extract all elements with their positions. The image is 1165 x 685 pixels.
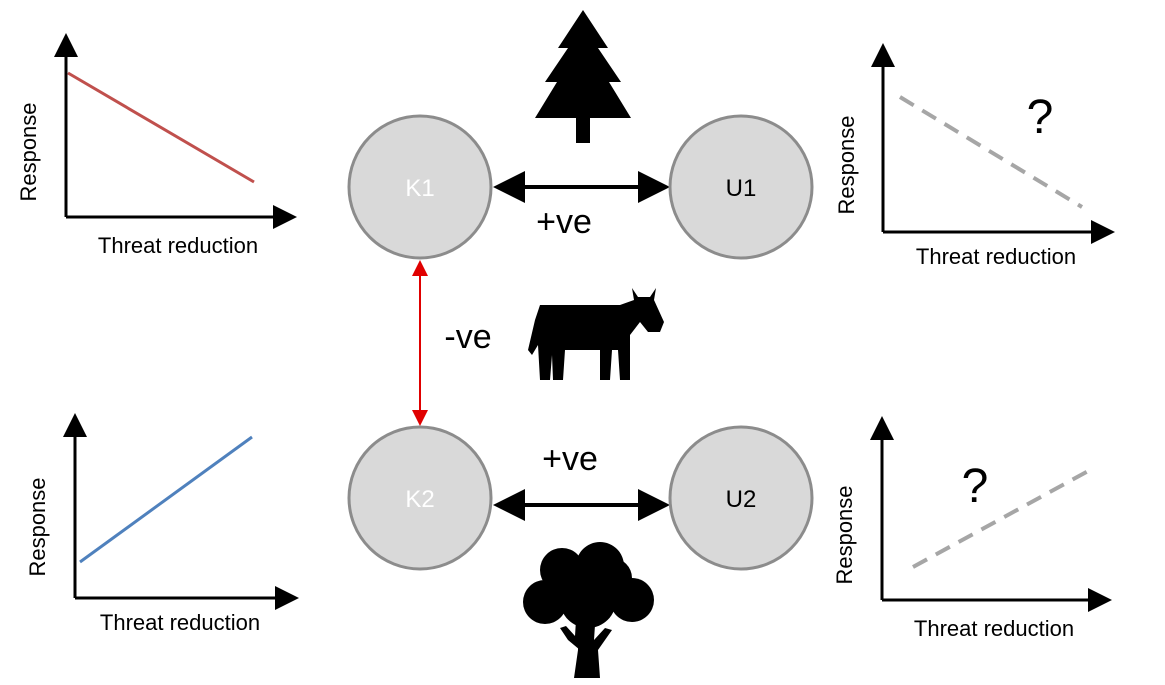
- link-label-vertical: -ve: [444, 318, 491, 356]
- x-axis-label: Threat reduction: [914, 616, 1074, 641]
- link-label-top: +ve: [536, 203, 592, 241]
- y-axis-label: Response: [834, 115, 859, 214]
- y-axis-label: Response: [25, 477, 50, 576]
- question-mark: ?: [1027, 91, 1054, 144]
- node-u2: U2: [668, 425, 814, 571]
- y-axis-label: Response: [832, 485, 857, 584]
- svg-text:K1: K1: [405, 175, 434, 202]
- svg-text:K2: K2: [405, 486, 434, 513]
- question-mark: ?: [962, 460, 989, 513]
- y-axis-label: Response: [16, 102, 41, 201]
- link-label-bottom: +ve: [542, 440, 598, 478]
- chart-top-left: Response Threat reduction: [16, 33, 297, 258]
- chart-top-right: ? Response Threat reduction: [834, 43, 1115, 269]
- x-axis-label: Threat reduction: [916, 244, 1076, 269]
- svg-text:U2: U2: [726, 486, 757, 513]
- increasing-line: [79, 435, 253, 564]
- dashed-decreasing-line: [898, 95, 1084, 209]
- decreasing-line: [67, 71, 255, 184]
- node-k2: K2: [347, 425, 493, 571]
- deciduous-tree-icon: [523, 542, 654, 678]
- node-u1: U1: [668, 114, 814, 260]
- node-k1: K1: [347, 114, 493, 260]
- pine-tree-icon: [535, 10, 631, 143]
- dashed-increasing-line: [912, 468, 1091, 569]
- x-axis-label: Threat reduction: [98, 233, 258, 258]
- chart-bottom-right: ? Response Threat reduction: [832, 416, 1112, 641]
- chart-bottom-left: Response Threat reduction: [25, 413, 299, 635]
- cow-icon: [528, 288, 664, 380]
- svg-text:U1: U1: [726, 175, 757, 202]
- x-axis-label: Threat reduction: [100, 610, 260, 635]
